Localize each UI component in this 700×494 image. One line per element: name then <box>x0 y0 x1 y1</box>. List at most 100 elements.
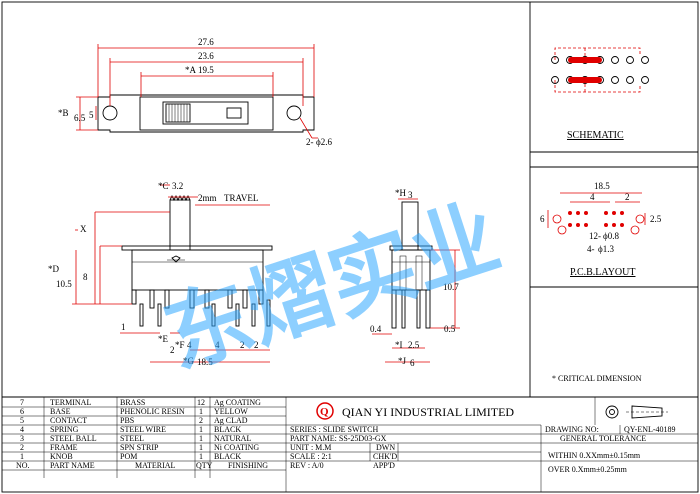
schematic-diagram <box>551 47 649 93</box>
bom-rows: 7 TERMINAL BRASS 12 Ag COATING 6 BASE PH… <box>16 398 268 470</box>
pcb-title: P.C.B.LAYOUT <box>570 267 635 278</box>
bom-part: CONTACT <box>50 416 87 425</box>
bom-row: 1 KNOB POM 1 BLACK <box>20 452 241 461</box>
dim-side-edge: 0.5 <box>444 324 456 334</box>
dim-side-height: 10.7 <box>443 282 459 292</box>
bom-finish: BLACK <box>214 425 241 434</box>
dim-width-outer: 6.5 <box>74 113 86 123</box>
rev-label: REV : A/0 <box>290 461 324 470</box>
tolerance-title: GENERAL TOLERANCE <box>560 434 646 443</box>
bom-row: 5 CONTACT PBS 2 Ag CLAD <box>20 416 248 425</box>
company-name: QIAN YI INDUSTRIAL LIMITED <box>342 405 514 419</box>
company-logo: Q <box>316 402 334 420</box>
schematic-title: SCHEMATIC <box>567 130 624 141</box>
projection-symbol-icon <box>605 405 668 419</box>
dim-hole-diameter: ϕ2.6 <box>316 137 332 147</box>
bom-qty: 1 <box>199 452 203 461</box>
tolerance-over: OVER 0.Xmm±0.25mm <box>548 465 628 474</box>
dim-pin-span: 18.5 <box>197 357 213 367</box>
dim-hole-count: 2- <box>306 137 314 147</box>
bom-finish: NATURAL <box>214 434 251 443</box>
pcb-dim-overall: 18.5 <box>594 181 610 191</box>
bom-row: 2 FRAME SPN STRIP 1 Ni COATING <box>20 443 259 452</box>
dim-h-marker: *H <box>395 188 407 198</box>
dim-d-marker: *D <box>48 264 60 274</box>
dim-base-depth: 6 <box>410 358 415 368</box>
pcb-dim-pitch-4: 4 <box>590 192 595 202</box>
dim-pin-offset: 1 <box>121 322 126 332</box>
side-view <box>372 198 460 363</box>
bom-finish: BLACK <box>214 452 241 461</box>
pcb-dim-row-6: 6 <box>540 214 545 224</box>
bom-part: TERMINAL <box>50 398 91 407</box>
bom-finish: Ag COATING <box>214 398 261 407</box>
bom-no: 3 <box>20 434 24 443</box>
dim-a-marker: *A <box>185 65 197 75</box>
bom-part: STEEL BALL <box>50 434 97 443</box>
top-view <box>76 44 318 139</box>
dim-hole-pitch: 23.6 <box>198 51 214 61</box>
series-label: SERIES : SLIDE SWITCH <box>290 425 378 434</box>
bom-header: NO. PART NAME MATERIAL QTY FINISHING <box>16 461 268 470</box>
bom-row: 6 BASE PHENOLIC RESIN 1 YELLOW <box>20 407 248 416</box>
logo-letter: Q <box>320 406 329 418</box>
bom-header-qty: QTY <box>196 461 213 470</box>
bom-qty: 2 <box>199 416 203 425</box>
front-view <box>72 184 273 363</box>
bom-no: 2 <box>20 443 24 452</box>
bom-header-part: PART NAME <box>50 461 95 470</box>
dim-pitch-4: 4 <box>215 340 220 350</box>
critical-dimension-note: * CRITICAL DIMENSION <box>552 374 642 383</box>
pcb-dim-hole-count-small: 12- <box>589 231 601 241</box>
tolerance-within: WITHIN 0.XXmm±0.15mm <box>548 451 641 460</box>
pcb-dim-hole-large: ϕ1.3 <box>598 244 614 254</box>
dim-i-marker: *I <box>395 340 403 350</box>
bom-finish: YELLOW <box>214 407 248 416</box>
dim-overall-length: 27.6 <box>198 37 214 47</box>
bom-material: POM <box>120 452 137 461</box>
chkd-label: CHK'D <box>373 452 397 461</box>
drawing-no-value: QY-ENL-40189 <box>624 425 676 434</box>
dim-f-marker: *F <box>175 340 185 350</box>
bom-material: STEEL WIRE <box>120 425 166 434</box>
drawing-no-label: DRAWING NO: <box>545 425 599 434</box>
title-block-grid <box>2 397 698 492</box>
pcb-dim-hole-count-large: 4- <box>587 244 595 254</box>
bom-header-no: NO. <box>16 461 30 470</box>
part-name-label: PART NAME: SS-25D03-GX <box>290 434 387 443</box>
bom-material: BRASS <box>120 398 145 407</box>
dim-e-value: 2 <box>170 345 175 355</box>
bom-qty: 1 <box>199 407 203 416</box>
bom-header-finish: FINISHING <box>228 461 268 470</box>
pcb-layout <box>547 192 646 235</box>
bom-part: KNOB <box>50 452 73 461</box>
unit-label: UNIT : M.M <box>290 443 331 452</box>
dim-x-marker: X <box>80 224 87 234</box>
dim-side-offset: 0.4 <box>370 324 382 334</box>
bom-material: PBS <box>120 416 134 425</box>
dwn-label: DWN <box>376 443 395 452</box>
bom-row: 3 STEEL BALL STEEL 1 NATURAL <box>20 434 251 443</box>
dim-body-height: 8 <box>83 272 88 282</box>
bom-no: 6 <box>20 407 24 416</box>
dim-knob-width: 3.2 <box>172 181 183 191</box>
bom-qty: 1 <box>199 443 203 452</box>
bom-qty: 12 <box>197 398 205 407</box>
watermark: 东熠实业 <box>153 187 511 388</box>
pcb-dim-row-2-5: 2.5 <box>650 214 662 224</box>
bom-qty: 1 <box>199 425 203 434</box>
bom-row: 4 SPRING STEEL WIRE 1 BLACK <box>20 425 241 434</box>
dim-c-marker: *C <box>158 181 169 191</box>
appd-label: APP'D <box>373 461 395 470</box>
dim-j-marker: *J <box>398 356 407 366</box>
dim-knob-depth: 3 <box>408 190 413 200</box>
bom-header-material: MATERIAL <box>135 461 176 470</box>
dim-pitch-2b: 2 <box>254 340 259 350</box>
bom-material: PHENOLIC RESIN <box>120 407 185 416</box>
dim-g-marker: *G <box>183 356 195 366</box>
bom-part: SPRING <box>50 425 79 434</box>
dim-b-marker: *B <box>58 108 69 118</box>
pcb-dim-pitch-2: 2 <box>625 192 630 202</box>
